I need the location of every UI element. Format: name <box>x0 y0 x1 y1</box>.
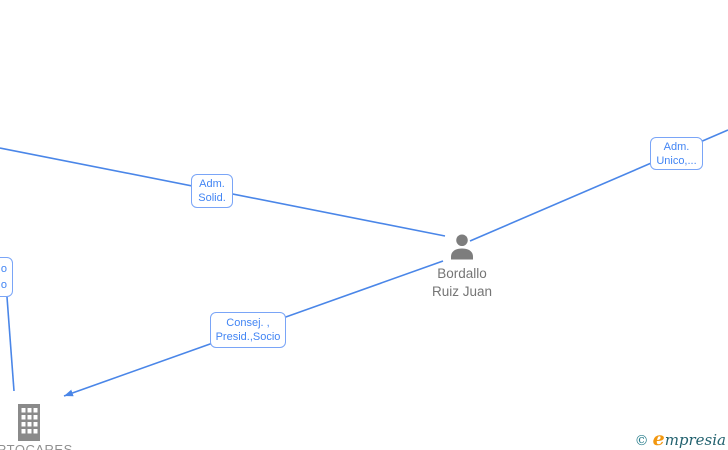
edge-label-text: o <box>0 279 7 291</box>
edge-label-text: Adm. <box>199 178 225 190</box>
empresia-logo[interactable]: © e mpresia <box>634 428 726 450</box>
building-icon <box>17 404 41 446</box>
person-name-line2: Ruiz Juan <box>431 284 493 299</box>
node-person-bordallo[interactable]: Bordallo Ruiz Juan <box>399 232 525 301</box>
edge-label-text: Solid. <box>198 192 226 204</box>
copyright-icon: © <box>634 433 649 449</box>
edge-label-text: Consej. , <box>226 317 270 329</box>
brand-letter-e: e <box>652 428 665 450</box>
edge-label-text: Presid.,Socio <box>215 331 281 343</box>
edge-partial-left <box>6 296 15 392</box>
person-icon <box>451 234 473 260</box>
edge-label-consej-presid-socio[interactable]: Consej. , Presid.,Socio <box>210 312 286 348</box>
edge-label-adm-solid[interactable]: Adm. Solid. <box>191 174 233 208</box>
edge-label-partial-left[interactable]: o o <box>0 257 13 297</box>
edge-label-text: Unico,... <box>656 154 697 167</box>
person-name: Bordallo Ruiz Juan <box>432 265 492 301</box>
node-company[interactable]: RTOCARES <box>0 404 120 450</box>
edge-label-adm-unico[interactable]: Adm. Unico,... <box>650 137 703 170</box>
brand-name-rest: mpresia <box>664 431 726 449</box>
company-name: RTOCARES <box>0 442 73 450</box>
person-name-line1: Bordallo <box>437 266 487 281</box>
edge-label-text: o <box>0 263 7 275</box>
edge-label-text: Adm. <box>663 140 690 153</box>
